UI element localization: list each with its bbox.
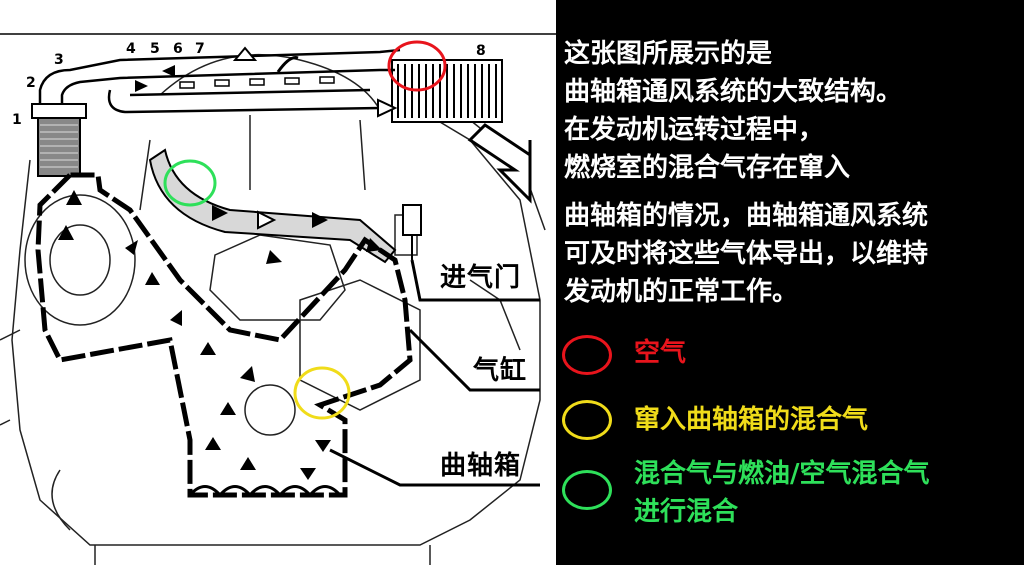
engine-illustration [0, 33, 556, 565]
intake-air-arrow [467, 123, 532, 204]
part-number-8: 8 [476, 43, 486, 59]
air-filter [391, 59, 503, 123]
cylinder-label: 气缸 [473, 356, 528, 386]
crankcase-label: 曲轴箱 [440, 451, 522, 481]
legend-label-air: 空气 [634, 338, 687, 368]
description-line-4: 燃烧室的混合气存在窜入 [564, 153, 851, 183]
green-circle-icon [562, 470, 612, 510]
description-line-7: 发动机的正常工作。 [564, 277, 799, 307]
description-line-1: 这张图所展示的是 [564, 39, 773, 69]
description-line-3: 在发动机运转过程中， [564, 115, 825, 145]
blowby-highlight-circle [293, 366, 351, 420]
description-panel: 这张图所展示的是 曲轴箱通风系统的大致结构。 在发动机运转过程中， 燃烧室的混合… [556, 0, 1024, 565]
part-number-2: 2 [26, 75, 36, 91]
part-number-7: 7 [195, 41, 205, 57]
description-line-2: 曲轴箱通风系统的大致结构。 [564, 77, 903, 107]
crankcase-ventilation-diagram: 1 2 3 4 5 6 7 8 进气门 气缸 曲轴箱 [0, 0, 556, 565]
legend-label-mixing: 混合气与燃油/空气混合气 [634, 459, 930, 489]
air-highlight-circle [387, 40, 447, 92]
crankcase-outline [35, 172, 413, 498]
part-number-3: 3 [54, 52, 64, 68]
part-number-6: 6 [173, 41, 183, 57]
red-circle-icon [562, 335, 612, 375]
part-number-1: 1 [12, 112, 22, 128]
part-number-4: 4 [126, 41, 136, 57]
mixing-highlight-circle [163, 159, 217, 207]
yellow-circle-icon [562, 400, 612, 440]
part-number-5: 5 [150, 41, 160, 57]
description-line-5: 曲轴箱的情况，曲轴箱通风系统 [564, 201, 929, 231]
intake-valve-label: 进气门 [440, 263, 522, 293]
flow-arrows [58, 46, 398, 480]
legend-label-blowby: 窜入曲轴箱的混合气 [634, 405, 869, 435]
oil-separator [31, 103, 87, 177]
intake-valve [402, 204, 422, 260]
legend-label-mixing-line2: 进行混合 [634, 497, 739, 527]
description-line-6: 可及时将这些气体导出，以维持 [564, 239, 929, 269]
intake-duct [38, 48, 401, 114]
